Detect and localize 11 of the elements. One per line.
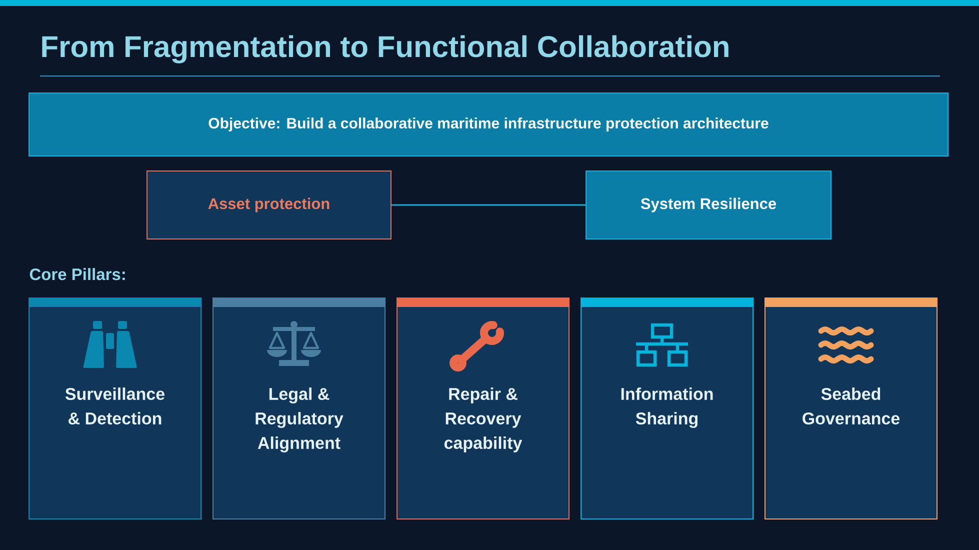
pillar-card: Surveillance & Detection [28,298,202,520]
connector-line [392,204,586,206]
text-box: Asset protection [146,170,392,240]
banner: Objective: Build a collaborative maritime infrastructure protection architecture [28,92,948,156]
text-box: System Resilience [586,170,832,240]
section-heading: Core Pillars: [30,268,125,280]
pillar-card: Legal & Regulatory Alignment [212,298,386,520]
pillar-card: Information Sharing [580,298,754,520]
title: From Fragmentation to Functional Collaboration [42,35,728,64]
pillar-card: Repair & Recovery capability [396,298,570,520]
pillar-card: Seabed Governance [764,298,938,520]
